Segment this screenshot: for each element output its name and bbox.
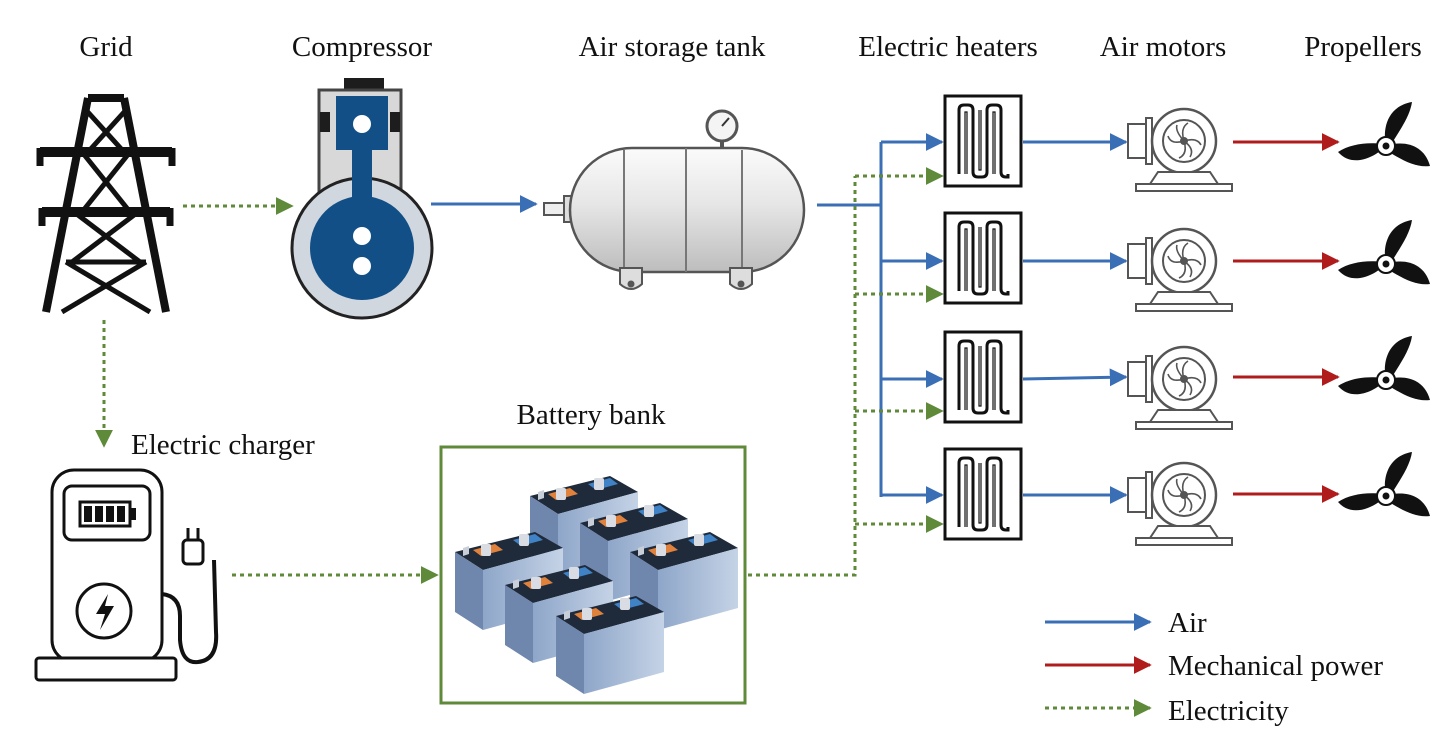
charging-station-icon bbox=[34, 468, 219, 682]
heater-coil-icon bbox=[943, 94, 1023, 188]
label-electric-heaters: Electric heaters bbox=[858, 31, 1038, 63]
propeller-icon bbox=[1337, 335, 1431, 402]
air-flow-lines bbox=[431, 133, 1128, 504]
legend: Air Mechanical power Electricity bbox=[1045, 607, 1383, 727]
label-grid: Grid bbox=[79, 31, 133, 63]
air-motor-icon bbox=[1126, 227, 1234, 313]
legend-air-label: Air bbox=[1168, 607, 1207, 639]
legend-electricity-label: Electricity bbox=[1168, 695, 1289, 727]
transmission-tower-icon bbox=[36, 94, 176, 315]
electricity-lines bbox=[95, 167, 944, 584]
air-motor-icon bbox=[1126, 461, 1234, 547]
propeller-icon bbox=[1337, 219, 1431, 286]
propeller-icon bbox=[1337, 101, 1431, 168]
label-air-motors: Air motors bbox=[1100, 31, 1226, 63]
label-battery-bank: Battery bank bbox=[517, 399, 666, 431]
legend-mechanical-label: Mechanical power bbox=[1168, 650, 1383, 682]
heater-coil-icon bbox=[943, 447, 1023, 541]
heater-coil-icon bbox=[943, 330, 1023, 424]
label-compressor: Compressor bbox=[292, 31, 433, 63]
mechanical-power-lines bbox=[1233, 133, 1340, 503]
label-air-storage-tank: Air storage tank bbox=[579, 31, 766, 63]
air-motor-icon bbox=[1126, 107, 1234, 193]
label-electric-charger: Electric charger bbox=[131, 429, 315, 461]
propeller-icon bbox=[1337, 451, 1431, 518]
battery-bank bbox=[439, 445, 747, 705]
label-propellers: Propellers bbox=[1304, 31, 1422, 63]
piston-compressor-icon bbox=[290, 78, 434, 320]
air-motor-icon bbox=[1126, 345, 1234, 431]
air-tank-icon bbox=[543, 109, 806, 290]
heater-coil-icon bbox=[943, 211, 1023, 305]
